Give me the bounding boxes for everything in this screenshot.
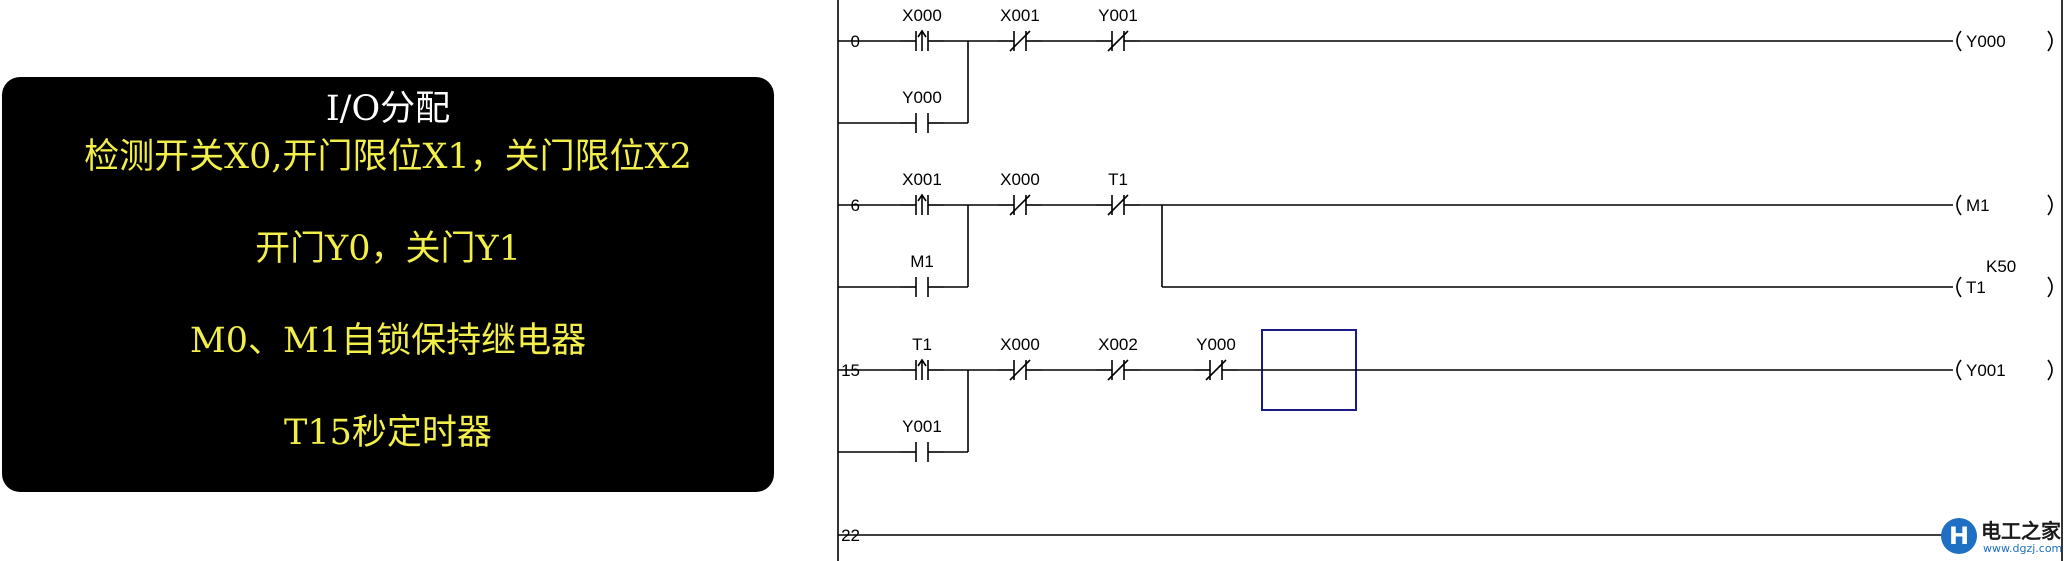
contact-slash — [1205, 359, 1227, 381]
coil-label: T1 — [1966, 278, 1986, 297]
edge-arrow-head — [917, 358, 927, 367]
contact-label: X001 — [902, 170, 942, 189]
contact-label: X002 — [1098, 335, 1138, 354]
io-assignment-panel: I/O分配 检测开关X0,开门限位X1，关门限位X2 开门Y0，关门Y1 M0、… — [2, 77, 774, 492]
io-panel-line: M0、M1自锁保持继电器 — [189, 321, 587, 361]
contact-slash — [1009, 194, 1031, 216]
contact-slash — [1107, 194, 1129, 216]
coil-right-arc — [2047, 194, 2053, 216]
contact-normally-closed: X000 — [998, 335, 1042, 381]
contact-normally-closed: Y001 — [1096, 6, 1140, 52]
contact-label: T1 — [1108, 170, 1128, 189]
hold-branch: Y001 — [838, 370, 969, 462]
branch-contact-label: Y001 — [902, 417, 942, 436]
contact-label: X000 — [1000, 335, 1040, 354]
contact-label: X000 — [1000, 170, 1040, 189]
branch-contact-label: M1 — [910, 252, 934, 271]
coil: Y000 — [1956, 30, 2053, 52]
contact-normally-closed: T1 — [1096, 170, 1140, 216]
contact-normally-closed: X000 — [998, 170, 1042, 216]
coil-label: Y001 — [1966, 361, 2006, 380]
ladder-rung: 22 — [838, 526, 1963, 545]
coil-left-arc — [1956, 30, 1962, 52]
contact-label: X001 — [1000, 6, 1040, 25]
contact-rising-edge: T1 — [900, 335, 944, 380]
timer-setting: K50 — [1986, 257, 2016, 276]
contact-label: Y000 — [1196, 335, 1236, 354]
coil-right-arc — [2047, 359, 2053, 381]
contact-label: Y001 — [1098, 6, 1138, 25]
io-panel-line: 开门Y0，关门Y1 — [255, 229, 521, 269]
coil-left-arc — [1956, 359, 1962, 381]
contact-label: T1 — [912, 335, 932, 354]
contact-rising-edge: X000 — [900, 6, 944, 51]
watermark-logo: H 电工之家 www.dgzj.com — [1941, 515, 2069, 561]
branch-contact-label: Y000 — [902, 88, 942, 107]
coil-left-arc — [1956, 276, 1962, 298]
contact-slash — [1107, 30, 1129, 52]
io-panel-line: T15秒定时器 — [284, 413, 492, 453]
io-panel-title: I/O分配 — [325, 89, 451, 129]
contact-rising-edge: X001 — [900, 170, 944, 215]
coil-right-arc — [2047, 276, 2053, 298]
contact-normally-closed: X002 — [1096, 335, 1140, 381]
coil-left-arc — [1956, 194, 1962, 216]
coil: Y001 — [1956, 359, 2053, 381]
contact-normally-closed: X001 — [998, 6, 1042, 52]
coil-label: Y000 — [1966, 32, 2006, 51]
coil: M1 — [1956, 194, 2053, 216]
watermark-badge-icon: H — [1941, 518, 1977, 554]
contact-slash — [1009, 30, 1031, 52]
watermark-name: 电工之家 — [1981, 519, 2061, 543]
hold-branch: Y000 — [838, 41, 969, 133]
edge-arrow-head — [917, 193, 927, 202]
contact-slash — [1107, 359, 1129, 381]
contact-slash — [1009, 359, 1031, 381]
hold-branch: M1 — [838, 205, 969, 297]
contact-normally-closed: Y000 — [1194, 335, 1238, 381]
io-panel-line: 检测开关X0,开门限位X1，关门限位X2 — [84, 137, 692, 177]
coil-right-arc — [2047, 30, 2053, 52]
edge-arrow-head — [917, 29, 927, 38]
coil-label: M1 — [1966, 196, 1990, 215]
contact-label: X000 — [902, 6, 942, 25]
watermark-url: www.dgzj.com — [1983, 542, 2063, 555]
